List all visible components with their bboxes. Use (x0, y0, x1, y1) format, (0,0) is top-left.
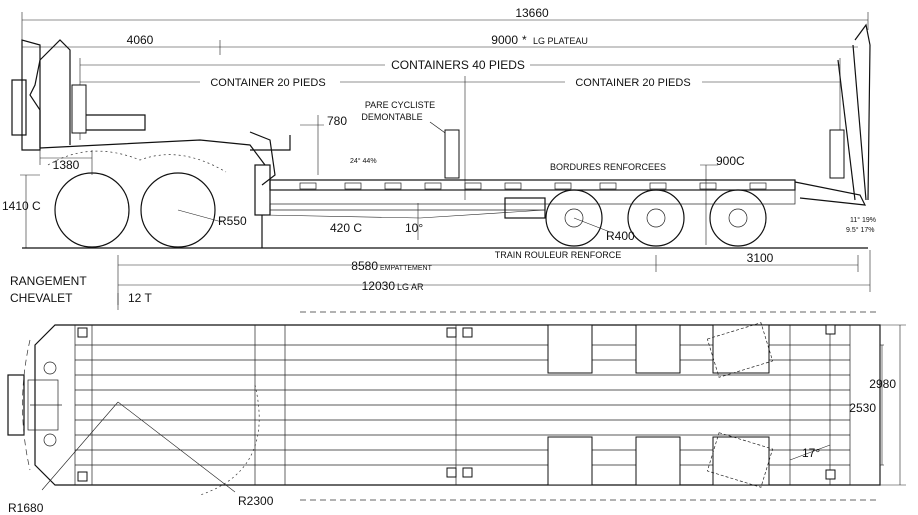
rear-length-dimension: 12030 LG AR (118, 250, 871, 293)
platform-length-suffix: LG PLATEAU (533, 36, 588, 46)
wheelbase-label: 8580 (351, 259, 378, 273)
gooseneck-step-label: 780 (327, 114, 347, 128)
trailer-chassis (249, 23, 871, 248)
width-outer-label: 2980 (869, 377, 896, 391)
kingpin-offset-dimension: 1380 (39, 150, 93, 175)
stand-storage-label-2: CHEVALET (10, 291, 73, 305)
containers-40-label: CONTAINERS 40 PIEDS (391, 58, 525, 72)
side-view: 13660 4060 9000 * LG PLATEAU CONTAINERS … (2, 6, 876, 310)
tractor-radius-label: R550 (218, 214, 247, 228)
wheelbase-suffix: EMPATTEMENT (380, 265, 433, 272)
platform-length-label: 9000 (491, 33, 518, 47)
container-20-rear-label: CONTAINER 20 PIEDS (575, 77, 690, 89)
ramp-angle-label-2: 9.5° 17% (846, 226, 875, 234)
transverse-members (74, 324, 881, 486)
rear-height-dimension: 900C (700, 154, 745, 245)
overall-length-label: 13660 (515, 6, 549, 20)
deck-angle-label: 10° (405, 221, 423, 235)
ramp-spread-angle-label: 17° (802, 446, 820, 460)
running-gear-label: TRAIN ROULEUR RENFORCE (495, 250, 622, 260)
front-swing-arc (22, 339, 31, 471)
front-height-dimension: 1410 C (2, 174, 41, 248)
rear-overhang-label: 3100 (747, 251, 774, 265)
turning-radius-arc (199, 384, 260, 496)
stand-storage-label-1: RANGEMENT (10, 274, 87, 288)
deck-crossmembers (299, 182, 767, 190)
overall-length-dimension: 13660 (21, 6, 869, 50)
wheelbase-dimension: 8580 EMPATTEMENT 3100 (117, 251, 859, 305)
deck-height-label: 420 C (330, 221, 362, 235)
front-platform-dimension: 4060 9000 * LG PLATEAU (22, 33, 858, 55)
width-inner-label: 2530 (849, 401, 876, 415)
top-view: R2300 R1680 17° 2980 2530 (7, 311, 906, 515)
ramp-angle-label-1: 11° 19% (850, 216, 876, 224)
wheel-radius-label: R400 (606, 229, 635, 243)
kingpin-offset-label: 1380 (53, 158, 80, 172)
svg-text:*: * (522, 33, 527, 47)
rear-length-suffix: LG AR (397, 282, 424, 292)
bike-guard-label-1: PARE CYCLISTE (365, 100, 435, 110)
containers-40-dimension: CONTAINERS 40 PIEDS (79, 58, 841, 140)
rear-axle-group: R400 (545, 189, 767, 247)
neck-angles-label: 24° 44% (350, 157, 377, 165)
tractor-unit: R550 (11, 39, 266, 248)
width-dimensions: 2980 2530 (849, 324, 906, 486)
front-swing-radius-label: R1680 (8, 501, 44, 515)
front-height-label: 1410 C (2, 199, 41, 213)
wheel-footprints (547, 322, 774, 488)
kingpin-detail (7, 361, 62, 447)
stand-load-label: 12 T (128, 291, 152, 305)
twist-locks (77, 324, 836, 482)
rear-length-label: 12030 (362, 279, 396, 293)
container-20-dimensions: CONTAINER 20 PIEDS CONTAINER 20 PIEDS (80, 76, 840, 200)
rear-height-label: 900C (716, 154, 745, 168)
turning-radius-label: R2300 (238, 494, 274, 508)
reinforced-edges-label: BORDURES RENFORCEES (550, 162, 666, 172)
container-20-front-label: CONTAINER 20 PIEDS (210, 77, 325, 89)
gooseneck-step-dimension: 780 (300, 114, 347, 175)
bike-guard-label-2: DEMONTABLE (361, 112, 422, 122)
front-length-label: 4060 (127, 33, 154, 47)
